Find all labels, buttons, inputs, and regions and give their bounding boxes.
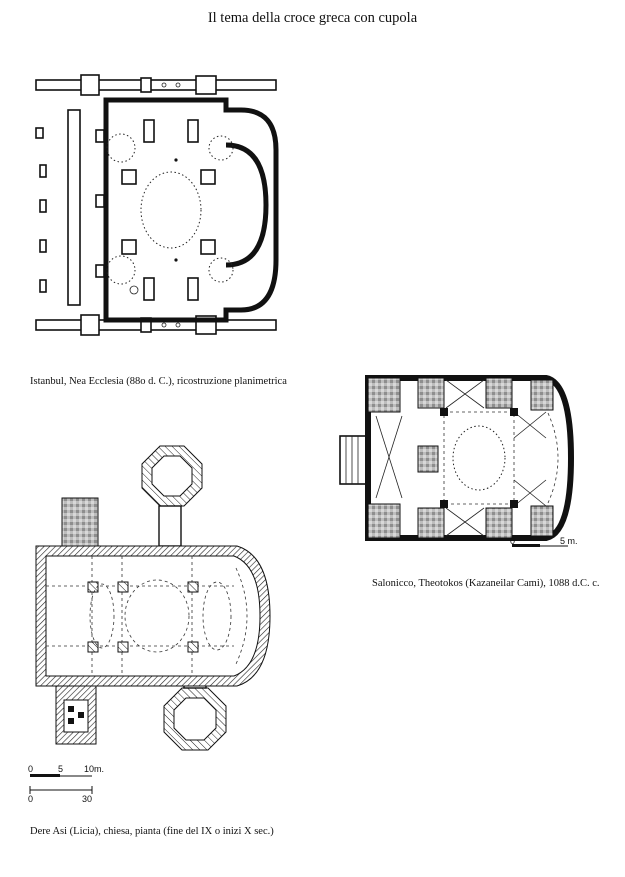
floor-plan-theotokos: 0 5 m.: [336, 368, 586, 568]
scale-top-end: 10m.: [84, 764, 104, 774]
scale-top-mid: 5: [58, 764, 63, 774]
caption-istanbul: Istanbul, Nea Ecclesia (88o d. C.), rico…: [30, 376, 287, 387]
scale-start-label: 0: [510, 536, 515, 546]
caption-salonicco: Salonicco, Theotokos (Kazaneilar Cami), …: [372, 578, 600, 589]
scale-bottom-end: 30: [82, 794, 92, 804]
floor-plan-nea-ecclesia: [26, 70, 296, 350]
scale-bottom-start: 0: [28, 794, 33, 804]
scale-top-start: 0: [28, 764, 33, 774]
scale-end-label: 5 m.: [560, 536, 578, 546]
page-title: Il tema della croce greca con cupola: [207, 10, 418, 26]
floor-plan-dere-asi: 0 5 10m. 0 30: [22, 438, 282, 818]
caption-dere-asi: Dere Asi (Licia), chiesa, pianta (fine d…: [30, 826, 274, 837]
